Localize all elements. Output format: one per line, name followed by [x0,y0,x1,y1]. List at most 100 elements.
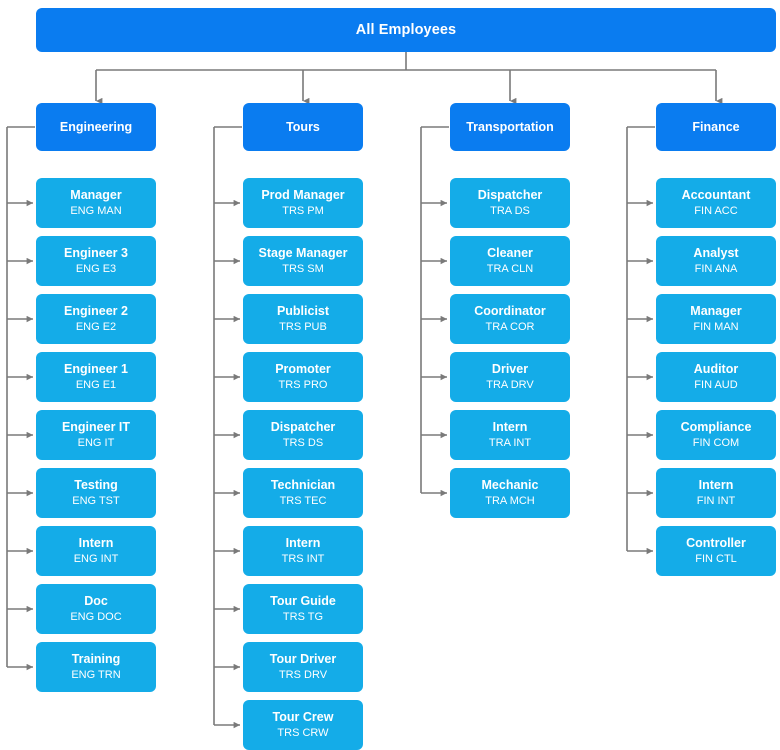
department-label: Finance [692,119,740,134]
role-code: TRS INT [281,552,325,565]
node-department-tours[interactable]: Tours [243,103,363,151]
role-title: Tour Driver [269,652,337,667]
role-code: FIN MAN [693,320,739,333]
role-title: Intern [492,420,528,435]
role-title: Analyst [693,246,739,261]
role-code: TRS DS [282,436,324,449]
role-title: Tour Crew [272,710,334,725]
role-title: Intern [285,536,321,551]
role-title: Mechanic [481,478,539,493]
role-code: FIN CTL [695,552,737,565]
role-title: Promoter [275,362,331,377]
role-title: Controller [686,536,746,551]
role-title: Intern [698,478,734,493]
role-title: Engineer 2 [64,304,128,319]
role-title: Engineer 1 [64,362,128,377]
node-all-employees[interactable]: All Employees [36,8,776,52]
role-code: FIN ANA [694,262,738,275]
role-code: ENG MAN [70,204,122,217]
role-code: TRA COR [485,320,535,333]
department-label: Engineering [59,119,133,134]
role-title: Manager [690,304,742,319]
role-code: FIN COM [692,436,740,449]
role-title: Accountant [681,188,751,203]
role-code: TRA CLN [486,262,534,275]
role-code: TRS PRO [278,378,328,391]
role-code: ENG E3 [75,262,117,275]
department-label: Transportation [466,119,554,134]
role-title: Auditor [693,362,739,377]
role-title: Training [71,652,121,667]
role-title: Doc [84,594,108,609]
role-title: Technician [270,478,336,493]
role-code: ENG INT [73,552,119,565]
role-code: TRS PUB [279,320,327,333]
role-code: ENG E1 [75,378,117,391]
role-title: Prod Manager [261,188,345,203]
role-title: Engineer IT [61,420,131,435]
role-code: TRA INT [488,436,532,449]
role-code: ENG IT [77,436,115,449]
role-code: ENG E2 [75,320,117,333]
role-code: TRS TG [282,610,324,623]
role-code: ENG DOC [70,610,122,623]
role-code: TRA DS [490,204,530,217]
role-title: Tour Guide [270,594,336,609]
root-label: All Employees [355,21,457,38]
role-title: Manager [70,188,122,203]
role-title: Publicist [276,304,330,319]
role-code: FIN AUD [694,378,738,391]
role-code: ENG TST [72,494,120,507]
role-title: Stage Manager [258,246,348,261]
role-code: TRS TEC [279,494,327,507]
role-code: TRS SM [282,262,324,275]
role-code: FIN ACC [694,204,738,217]
role-code: ENG TRN [71,668,121,681]
node-department-transportation[interactable]: Transportation [450,103,570,151]
role-title: Compliance [680,420,752,435]
role-code: TRA DRV [486,378,534,391]
role-code: TRS DRV [278,668,328,681]
role-title: Coordinator [474,304,546,319]
role-code: TRS CRW [277,726,329,739]
role-title: Engineer 3 [64,246,128,261]
role-title: Intern [78,536,114,551]
node-department-engineering[interactable]: Engineering [36,103,156,151]
role-code: TRS PM [282,204,324,217]
role-code: TRA MCH [485,494,535,507]
node-department-finance[interactable]: Finance [656,103,776,151]
